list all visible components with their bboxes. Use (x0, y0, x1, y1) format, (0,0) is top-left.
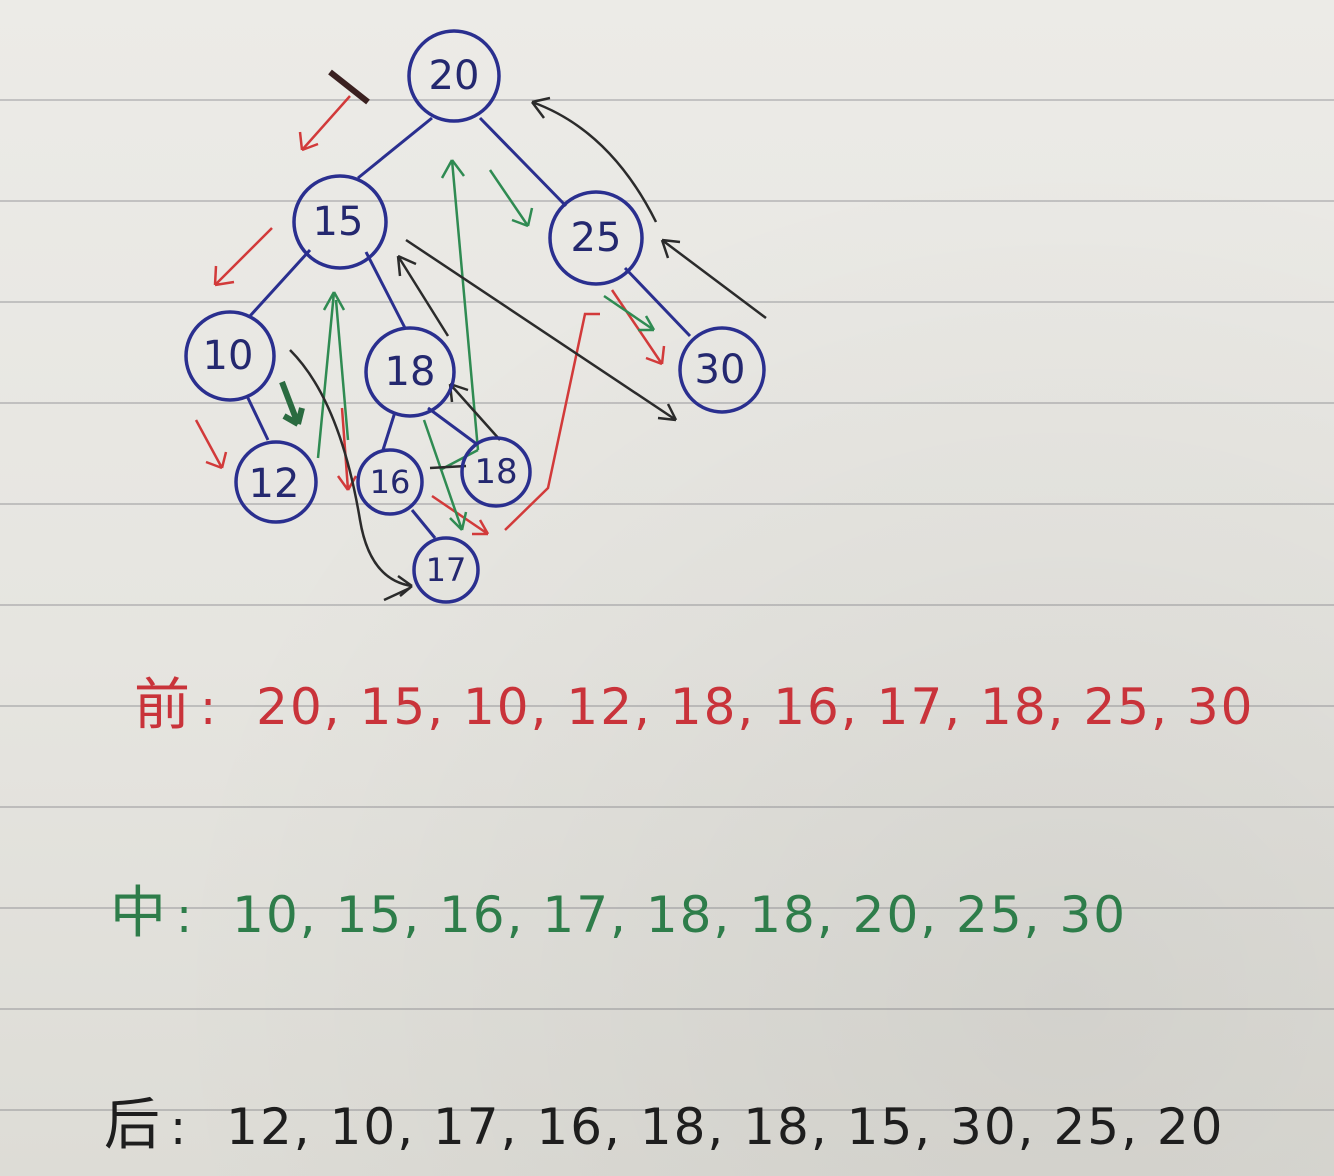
tree-node: 18 (460, 436, 532, 508)
preorder-label: 前 (134, 673, 190, 738)
black-arrow-16-18 (429, 464, 467, 470)
green-arrow-25-30 (603, 294, 656, 332)
node-label: 10 (203, 333, 254, 379)
node-label: 30 (695, 347, 746, 393)
tree-node: 18 (364, 326, 456, 418)
tree-node: 25 (548, 190, 644, 286)
inorder-separator: : (176, 888, 193, 944)
inorder-row: 中 : 10, 15, 16, 17, 18, 18, 20, 25, 30 (110, 868, 1127, 949)
preorder-row: 前 : 20, 15, 10, 12, 18, 16, 17, 18, 25, … (134, 660, 1255, 741)
tree-node: 17 (412, 536, 480, 604)
edge-20-25 (478, 116, 568, 208)
node-circle (460, 436, 532, 508)
node-circle (184, 310, 276, 402)
tree-node: 16 (356, 448, 424, 516)
inorder-arrows (279, 159, 656, 531)
tree-node: 10 (184, 310, 276, 402)
preorder-arrows (194, 69, 666, 536)
red-arrow-20-mark (328, 69, 370, 105)
inorder-values: 10, 15, 16, 17, 18, 18, 20, 25, 30 (232, 886, 1128, 944)
postorder-row: 后 : 12, 10, 17, 16, 18, 18, 15, 30, 25, … (104, 1080, 1225, 1161)
node-label: 12 (249, 461, 300, 507)
tree-node: 20 (407, 29, 501, 123)
edge-25-30 (623, 266, 692, 338)
preorder-values: 20, 15, 10, 12, 18, 16, 17, 18, 25, 30 (256, 678, 1255, 736)
red-arrow-10-12 (194, 419, 228, 470)
red-arrow-20-15 (298, 95, 351, 152)
edge-18-18 (427, 406, 479, 447)
red-arrow-25-30 (610, 289, 666, 366)
red-arrow-15-10 (213, 227, 273, 287)
black-arrow-15-30 (405, 238, 678, 422)
node-label: 18 (474, 452, 517, 492)
green-arrow-10-12 (279, 380, 305, 427)
postorder-values: 12, 10, 17, 16, 18, 18, 15, 30, 25, 20 (226, 1098, 1225, 1156)
black-arrow-25-20 (531, 96, 658, 223)
node-circle (678, 326, 766, 414)
edge-18-16 (381, 411, 397, 451)
edge-16-17 (410, 509, 437, 539)
green-arrow-up-20 (440, 159, 480, 451)
tree-node: 12 (234, 440, 318, 524)
tree-node: 30 (678, 326, 766, 414)
node-label: 25 (571, 215, 622, 261)
edge-20-15 (357, 116, 433, 180)
red-arrow-up-25 (504, 312, 600, 531)
black-arrow-17-16 (383, 586, 411, 602)
node-circle (407, 29, 501, 123)
node-circle (364, 326, 456, 418)
postorder-label: 后 (104, 1093, 160, 1158)
black-arrow-30-25 (660, 238, 767, 319)
tree-node: 15 (292, 174, 388, 270)
edge-15-10 (248, 248, 312, 318)
node-circle (292, 174, 388, 270)
green-arrow-up-15 (316, 291, 346, 459)
node-label: 17 (426, 551, 467, 589)
red-arrow-to-17 (431, 494, 490, 536)
green-arrow-20-25 (488, 169, 534, 228)
black-arrow-18a-15 (396, 254, 450, 337)
node-label: 20 (429, 53, 480, 99)
node-circle (412, 536, 480, 604)
postorder-separator: : (170, 1100, 187, 1156)
inorder-label: 中 (110, 881, 166, 946)
green-arrow-to-17 (422, 419, 468, 531)
edge-15-18 (364, 251, 407, 329)
node-circle (548, 190, 644, 286)
node-label: 15 (313, 199, 364, 245)
preorder-separator: : (200, 680, 217, 736)
green-arrow-up-15b (334, 299, 350, 441)
tree-edges (245, 116, 692, 539)
postorder-arrows (289, 96, 767, 602)
node-label: 16 (370, 463, 411, 501)
tree-nodes: 20 15 25 10 18 30 12 16 (184, 29, 766, 604)
node-circle (234, 440, 318, 524)
node-circle (356, 448, 424, 516)
edge-10-12 (245, 395, 270, 441)
node-label: 18 (385, 349, 436, 395)
